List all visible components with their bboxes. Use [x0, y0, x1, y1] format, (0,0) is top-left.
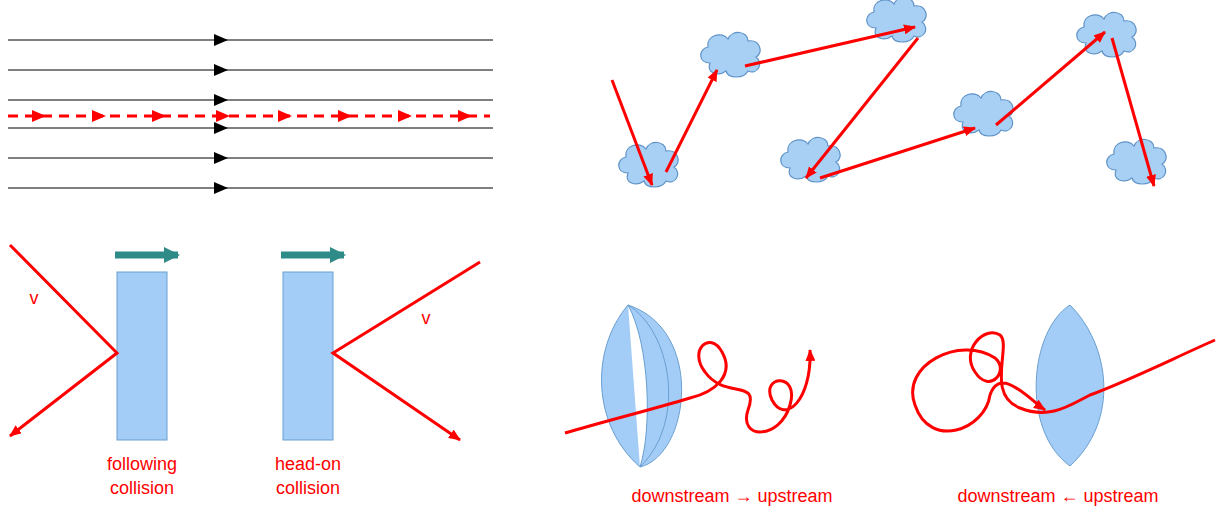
particle-path-dashed [8, 110, 490, 122]
shock-fronts [602, 305, 1104, 467]
velocity-label: v [416, 306, 436, 330]
particle-trajectories [10, 245, 480, 440]
velocity-label: v [24, 286, 44, 310]
field-lines [8, 40, 493, 188]
diffusive-paths [565, 333, 1215, 433]
collision-label: following collision [82, 452, 202, 500]
moving-mirrors [115, 255, 344, 440]
scattering-clouds [619, 0, 1166, 187]
random-walk-arrows [612, 27, 1154, 186]
collision-label: head-on collision [248, 452, 368, 500]
crossing-label: downstream ← upstream [928, 484, 1188, 508]
crossing-label: downstream → upstream [602, 484, 862, 508]
